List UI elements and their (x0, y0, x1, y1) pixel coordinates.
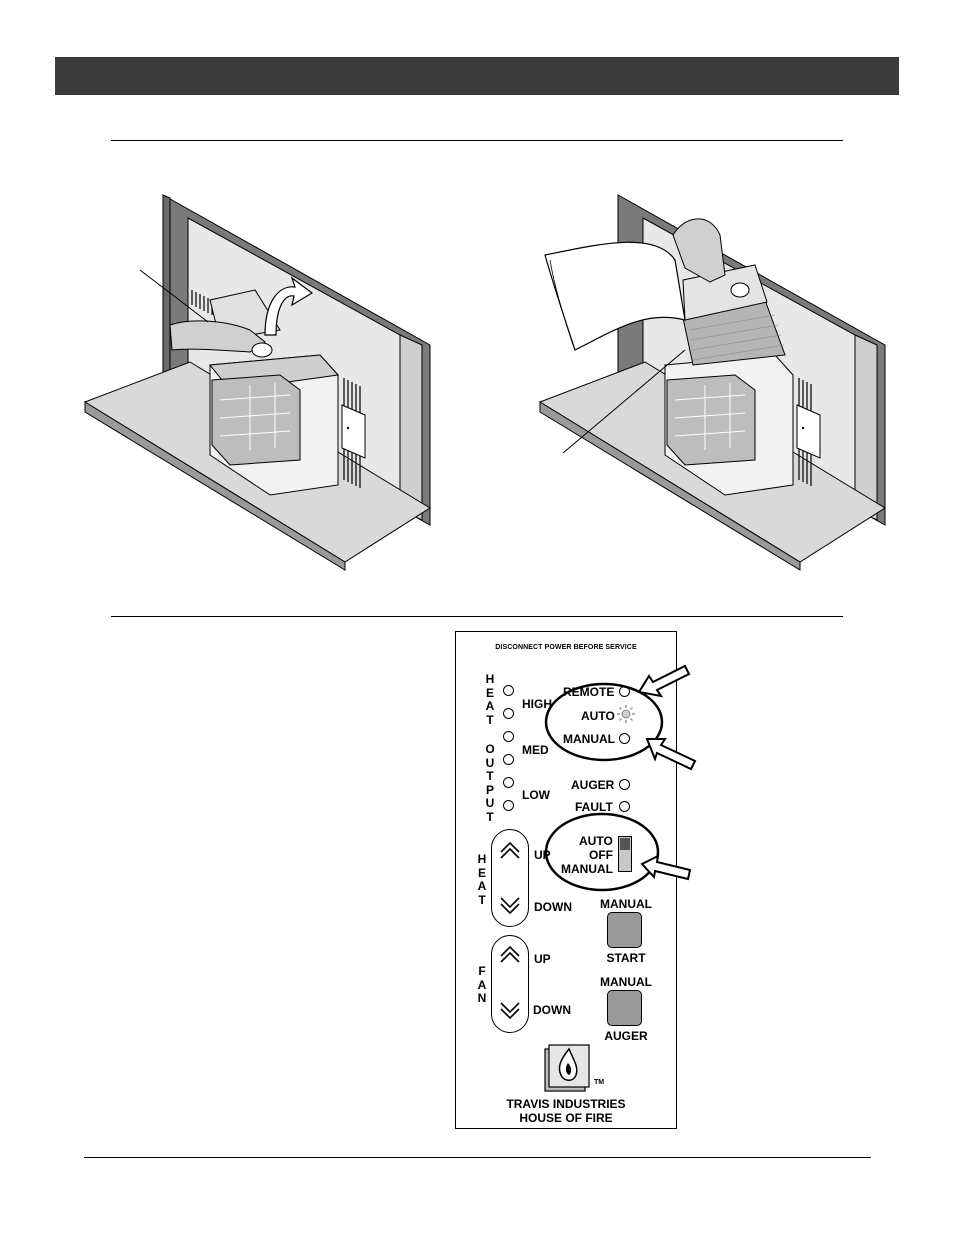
chevron-up-icon[interactable] (499, 840, 521, 860)
switch-knob (620, 838, 630, 850)
trademark: TM (594, 1079, 605, 1086)
auger-led (619, 779, 630, 790)
manual-start-top-label: MANUAL (600, 897, 652, 911)
heat-led-2 (503, 708, 514, 719)
arrow-pointer-icon (640, 854, 692, 881)
manual-start-bottom-label: START (606, 951, 646, 965)
status-fault: FAULT (575, 800, 613, 814)
brand-line-2: HOUSE OF FIRE (519, 1111, 613, 1125)
heat-led-3 (503, 731, 514, 742)
control-panel (455, 631, 677, 1129)
fan-down-label: DOWN (533, 1003, 571, 1017)
panel-warning: DISCONNECT POWER BEFORE SERVICE (495, 644, 637, 651)
brand-line-1: TRAVIS INDUSTRIES (506, 1097, 626, 1111)
header-bar (55, 57, 899, 95)
heat-led-6 (503, 800, 514, 811)
status-manual: MANUAL (563, 732, 615, 746)
auto-led-lit-icon (617, 705, 635, 723)
heat-led-5 (503, 777, 514, 788)
chevron-up-icon[interactable] (499, 944, 521, 964)
heat-led-1 (503, 685, 514, 696)
switch-manual: MANUAL (561, 862, 613, 876)
arrow-pointer-icon (637, 664, 691, 698)
level-high: HIGH (522, 697, 552, 711)
level-low: LOW (522, 788, 550, 802)
manual-auger-button[interactable] (607, 990, 642, 1026)
switch-off: OFF (589, 848, 613, 862)
section-rule-top (111, 140, 843, 141)
heat-output-label-2: OUTPUT (485, 742, 495, 824)
heat-vertical-label: HEAT (477, 852, 487, 907)
chevron-down-icon[interactable] (499, 896, 521, 916)
fan-rocker[interactable] (491, 935, 529, 1033)
manual-auger-bottom-label: AUGER (604, 1029, 648, 1043)
heat-output-label-1: HEAT (485, 672, 495, 727)
heat-down-label: DOWN (534, 900, 572, 914)
manual-auger-top-label: MANUAL (600, 975, 652, 989)
pellet-fill-illustration (538, 194, 886, 571)
stove-lid-illustration (83, 194, 431, 571)
fault-led (619, 801, 630, 812)
flame-logo-icon (544, 1044, 590, 1092)
manual-led (619, 733, 630, 744)
footer-rule (84, 1157, 871, 1158)
heat-rocker[interactable] (491, 829, 529, 927)
fan-up-label: UP (534, 952, 551, 966)
chevron-down-icon[interactable] (499, 1001, 521, 1021)
fan-vertical-label: FAN (477, 964, 487, 1006)
switch-auto: AUTO (579, 834, 613, 848)
heat-up-label: UP (534, 848, 551, 862)
section-rule-middle (111, 616, 843, 617)
level-med: MED (522, 743, 549, 757)
manual-start-button[interactable] (607, 912, 642, 948)
heat-led-4 (503, 754, 514, 765)
arrow-pointer-icon (645, 738, 697, 771)
status-auger: AUGER (571, 778, 615, 792)
highlight-overlay (544, 682, 664, 892)
status-auto: AUTO (581, 709, 615, 723)
mode-switch[interactable] (618, 836, 632, 872)
